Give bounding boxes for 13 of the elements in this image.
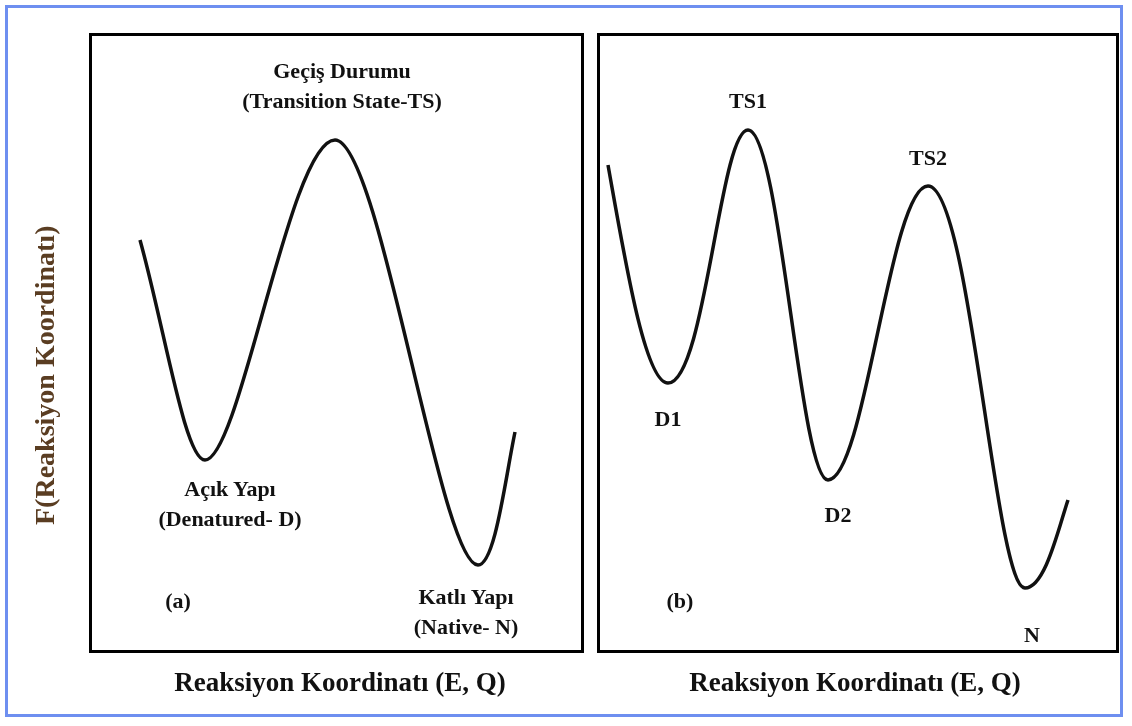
axis-label: Reaksiyon Koordinatı (E, Q) (689, 666, 1021, 699)
state-label: Açık Yapı (Denatured- D) (157, 475, 303, 533)
state-label: Geçiş Durumu (Transition State-TS) (241, 57, 443, 115)
state-label: N (1023, 621, 1041, 649)
panel-label: (a) (164, 587, 192, 615)
state-label: TS1 (728, 87, 768, 115)
panel-label: (b) (665, 587, 695, 615)
state-label: D1 (653, 405, 683, 433)
state-label: D2 (823, 501, 853, 529)
axis-label: F(Reaksiyon Koordinatı) (28, 225, 61, 525)
state-label: Katlı Yapı (Native- N) (412, 583, 520, 641)
state-label: TS2 (908, 144, 948, 172)
axis-label: Reaksiyon Koordinatı (E, Q) (174, 666, 506, 699)
